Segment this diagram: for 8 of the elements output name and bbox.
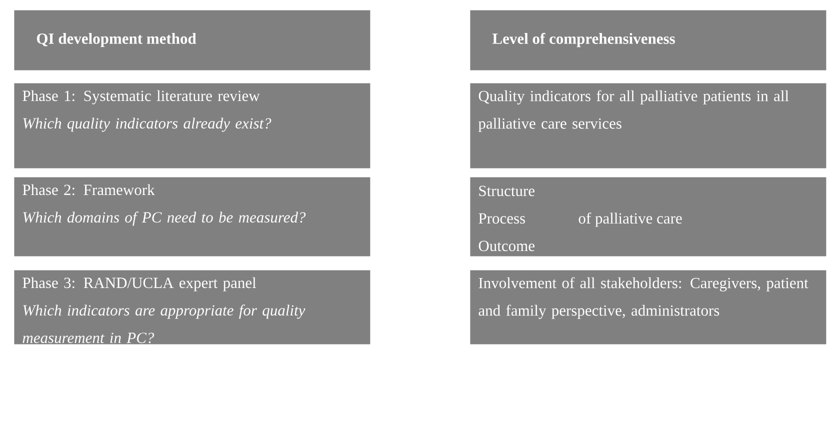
- text-box: Level of comprehensiveness: [470, 10, 826, 70]
- text-box: Phase 2: Framework Which domains of PC need to be measured?: [14, 177, 370, 256]
- text-box: Structure Process Outcome of palliative care: [470, 177, 826, 256]
- text-box: Phase 1: Systematic literature review Which quality indicators already exist?: [14, 83, 370, 168]
- text-box: QI development method: [14, 10, 370, 70]
- text-box: Phase 3: RAND/UCLA expert panel Which indicators are appropriate for quality measurement in PC?: [14, 270, 370, 344]
- text-box: Involvement of all stakeholders: Caregivers, patient and family perspective, administrators: [470, 270, 826, 344]
- text-box: Quality indicators for all palliative patients in all palliative care services: [470, 83, 826, 168]
